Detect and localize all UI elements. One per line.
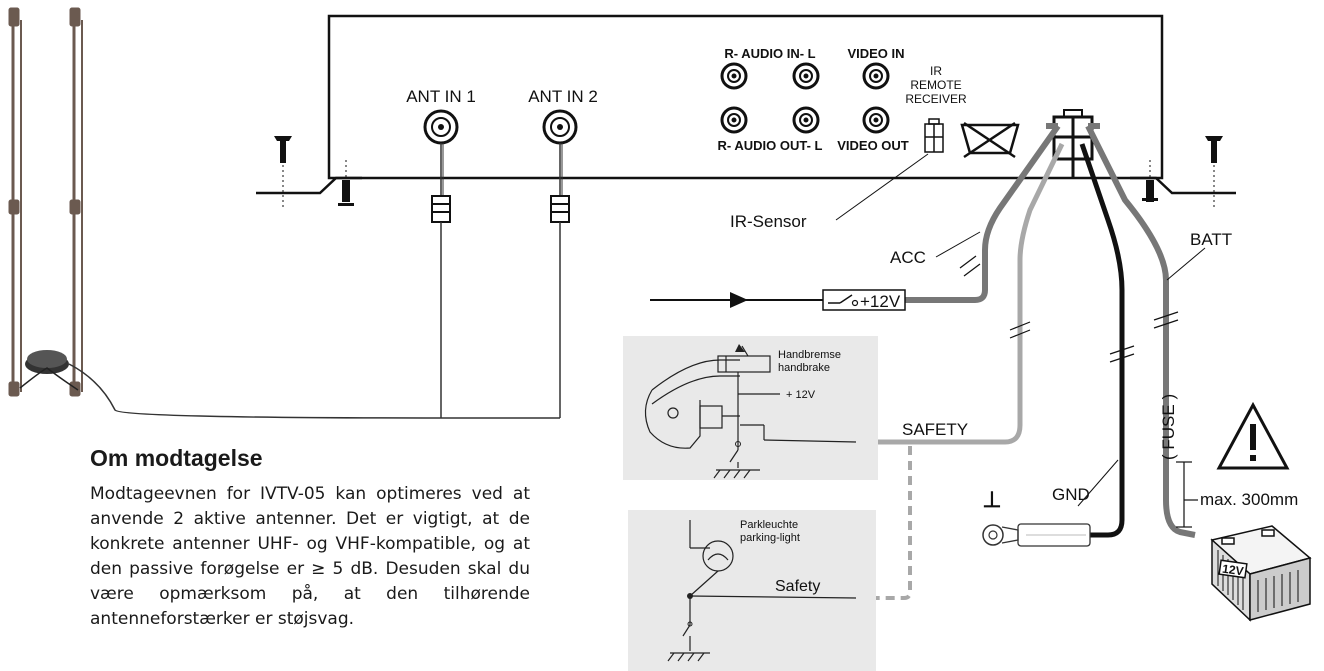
ground-lug-icon — [982, 523, 1091, 547]
parking-light-label-1: Parkleuchte — [740, 519, 798, 531]
rca-jacks — [720, 62, 890, 134]
reception-info: Om modtagelse Modtageevnen for IVTV-05 k… — [90, 445, 530, 632]
video-out-label: VIDEO OUT — [837, 138, 909, 153]
screw-icon — [274, 136, 1223, 206]
unused-port-icon — [960, 121, 1020, 159]
max-length-label: max. 300mm — [1200, 490, 1298, 509]
ant-in-2-connector — [542, 109, 578, 418]
handbrake-label-1: Handbremse — [778, 349, 841, 361]
handbrake-panel — [623, 336, 878, 480]
ir-remote-label-3: RECEIVER — [905, 92, 967, 106]
acc-wire — [905, 124, 1061, 303]
parking-light-label-2: parking-light — [740, 532, 800, 544]
video-in-label: VIDEO IN — [847, 46, 904, 61]
battery-voltage-label: 12V — [1221, 562, 1244, 579]
plus12v-label: +12V — [860, 292, 901, 311]
audio-out-label: R- AUDIO OUT- L — [718, 138, 823, 153]
safety-wire — [870, 142, 1065, 445]
parking-safety-label: Safety — [775, 578, 820, 595]
batt-wire — [1085, 124, 1196, 538]
fuse-label: ( FUSE ) — [1159, 394, 1178, 460]
ant-in-1-label: ANT IN 1 — [406, 87, 476, 106]
ir-receiver-port — [924, 118, 944, 153]
plus12v-input — [650, 289, 906, 311]
handbrake-label-2: handbrake — [778, 362, 830, 374]
ir-remote-label-1: IR — [930, 64, 942, 78]
ir-remote-label-2: REMOTE — [910, 78, 961, 92]
ant-in-2-label: ANT IN 2 — [528, 87, 598, 106]
safety-dashed-branch — [876, 446, 912, 600]
parking-light-panel — [628, 510, 876, 671]
reception-heading: Om modtagelse — [90, 445, 263, 471]
ant-in-1-connector — [423, 109, 459, 418]
audio-in-label: R- AUDIO IN- L — [724, 46, 815, 61]
gnd-wire — [1079, 143, 1125, 538]
handbrake-voltage-label: + 12V — [786, 389, 816, 401]
length-dimension — [1176, 461, 1198, 528]
antenna-base — [19, 350, 560, 419]
acc-label: ACC — [890, 248, 926, 267]
gnd-label: GND — [1052, 485, 1090, 504]
safety-label: SAFETY — [902, 420, 968, 439]
ir-sensor-leader — [835, 153, 929, 221]
ground-symbol-icon: ⊥ — [982, 487, 1001, 512]
device-rear-panel — [256, 14, 1236, 210]
batt-label: BATT — [1190, 230, 1232, 249]
battery-icon — [1210, 525, 1312, 622]
wire-break-ticks — [959, 255, 1179, 363]
reception-body: Modtageevnen for IVTV-05 kan optimeres v… — [90, 484, 530, 629]
warning-triangle-icon — [1216, 401, 1290, 470]
ir-sensor-label: IR-Sensor — [730, 212, 807, 231]
antenna-rods — [8, 7, 83, 397]
